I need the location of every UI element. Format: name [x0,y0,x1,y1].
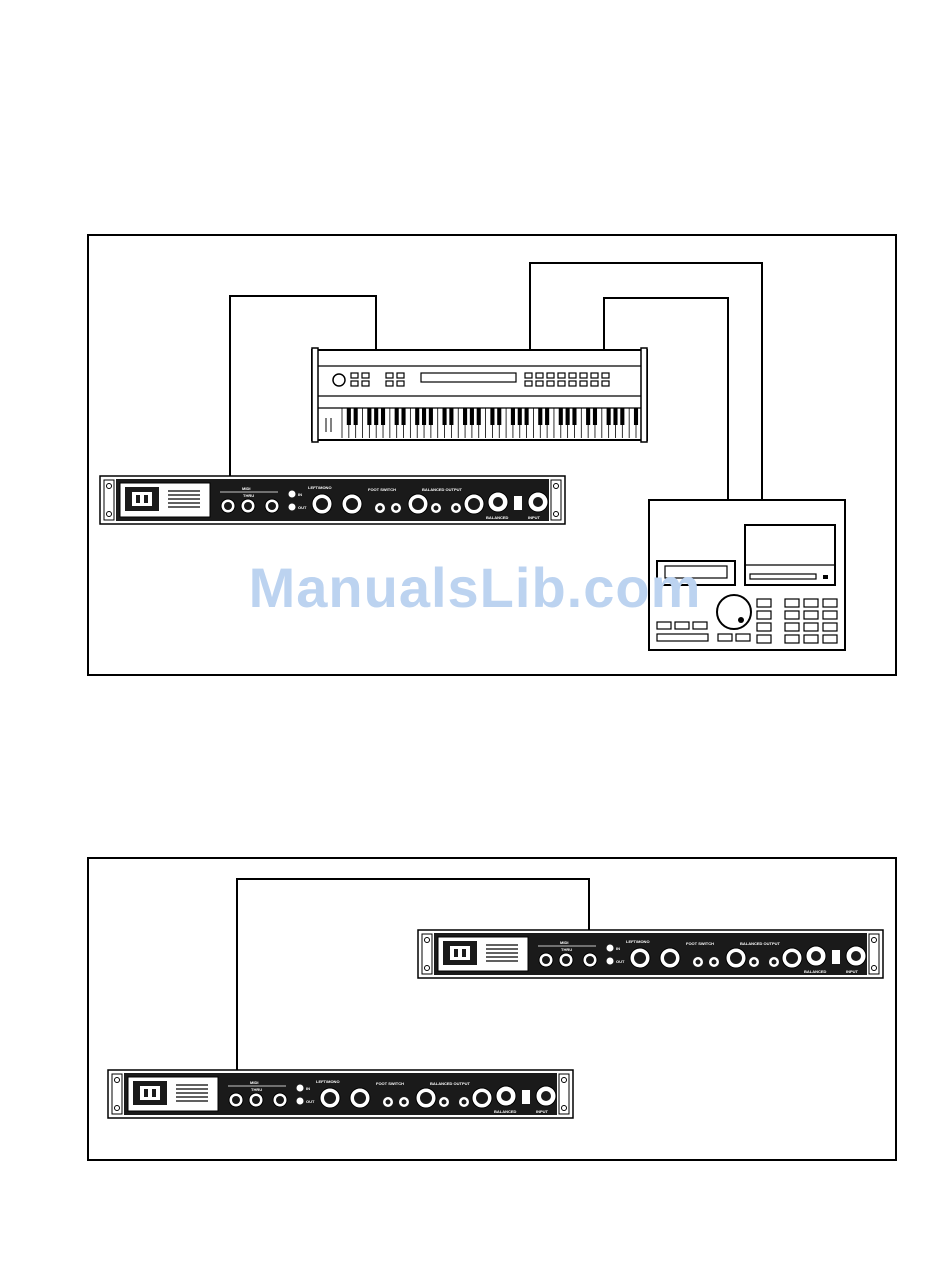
cable-group-bottom [237,879,589,1082]
rack-processor-b [418,930,883,978]
rack-processor-a [108,1070,573,1118]
rack-processor [100,476,565,524]
midi-cable-rack-a-to-rack-b [237,879,589,1082]
sequencer-workstation [649,500,845,650]
keyboard-synth [312,348,647,442]
